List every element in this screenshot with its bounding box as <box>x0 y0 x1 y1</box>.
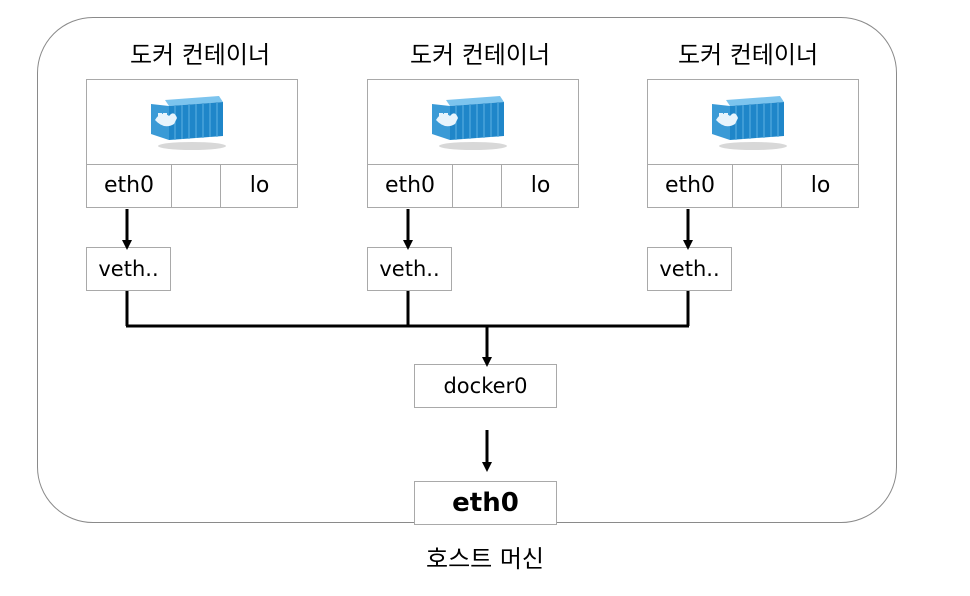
host-machine-label: 호스트 머신 <box>425 545 545 573</box>
veth-box: veth.. <box>367 247 452 291</box>
veth-box: veth.. <box>86 247 171 291</box>
container-lo: lo <box>781 165 859 207</box>
container-title: 도커 컨테이너 <box>409 41 551 69</box>
container-lo: lo <box>501 165 579 207</box>
docker-container-icon <box>712 96 787 150</box>
docker-container-icon <box>432 96 507 150</box>
container-title: 도커 컨테이너 <box>677 41 819 69</box>
container-divider <box>648 164 858 165</box>
docker-container-icon <box>151 96 226 150</box>
container-image-area <box>87 80 297 164</box>
container-title: 도커 컨테이너 <box>129 41 271 69</box>
veth-box: veth.. <box>647 247 732 291</box>
container-eth0: eth0 <box>368 165 453 207</box>
host-eth0: eth0 <box>414 481 557 525</box>
container-eth0: eth0 <box>87 165 172 207</box>
docker-container: eth0 lo <box>86 79 298 208</box>
docker-container: eth0 lo <box>367 79 579 208</box>
container-divider <box>87 164 297 165</box>
container-divider <box>368 164 578 165</box>
docker0-bridge: docker0 <box>414 364 557 408</box>
container-eth0: eth0 <box>648 165 733 207</box>
container-image-area <box>648 80 858 164</box>
docker-container: eth0 lo <box>647 79 859 208</box>
container-image-area <box>368 80 578 164</box>
container-lo: lo <box>220 165 298 207</box>
